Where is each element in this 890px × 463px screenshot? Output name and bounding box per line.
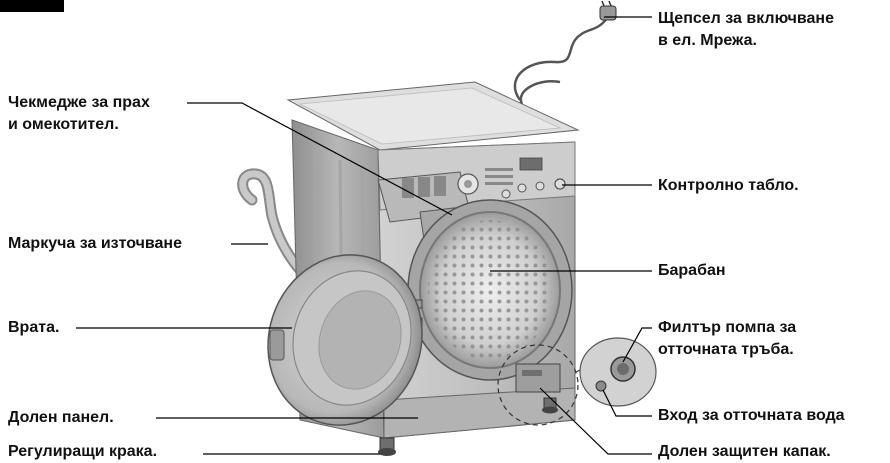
power-plug bbox=[513, 0, 617, 105]
label-drain-inlet: Вход за отточната вода bbox=[658, 407, 845, 424]
corner-tab bbox=[0, 0, 64, 12]
label-detergent-drawer-line2: и омекотител. bbox=[8, 116, 119, 133]
label-control-panel: Контролно табло. bbox=[658, 177, 799, 194]
label-drum: Барабан bbox=[658, 262, 726, 279]
leader-filter bbox=[622, 327, 652, 363]
label-filter-pump-line2: отточната тръба. bbox=[658, 341, 794, 358]
label-detergent-drawer-line1: Чекмедже за прах bbox=[8, 94, 150, 111]
label-filter-pump-line1: Филтър помпа за bbox=[658, 319, 797, 336]
leader-drain-inlet bbox=[602, 389, 652, 417]
drum bbox=[407, 199, 573, 381]
label-lower-panel: Долен панел. bbox=[8, 409, 114, 426]
label-power-plug-line1: Щепсел за включване bbox=[658, 10, 834, 27]
leader-lines bbox=[76, 16, 652, 455]
door bbox=[267, 254, 423, 426]
label-filter-pump: Филтър помпа за отточната тръба. bbox=[658, 317, 796, 361]
label-detergent-drawer: Чекмедже за прах и омекотител. bbox=[8, 92, 150, 136]
leader-drawer bbox=[187, 102, 453, 216]
drain-hose bbox=[237, 168, 306, 276]
label-power-plug-line2: в ел. Мрежа. bbox=[658, 32, 757, 49]
lower-cover bbox=[497, 344, 593, 426]
label-door: Врата. bbox=[8, 319, 60, 336]
leader-lower-cover bbox=[539, 387, 652, 455]
label-drain-hose: Маркуча за източване bbox=[8, 235, 182, 252]
filter-detail bbox=[579, 337, 657, 407]
label-adjustable-feet: Регулиращи крака. bbox=[8, 443, 158, 460]
label-lower-cover: Долен защитен капак. bbox=[658, 443, 831, 460]
label-power-plug: Щепсел за включване в ел. Мрежа. bbox=[658, 8, 834, 52]
